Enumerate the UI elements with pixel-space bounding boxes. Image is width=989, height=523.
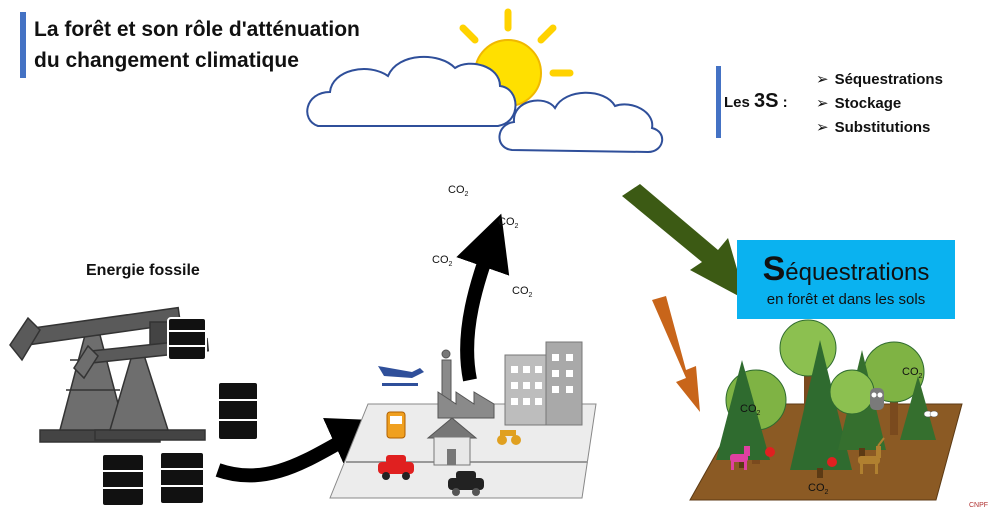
title-line-2: du changement climatique [34, 49, 299, 72]
car-icon [448, 471, 484, 496]
owl-icon [870, 388, 884, 410]
sequestration-box: Séquestrations en forêt et dans les sols [737, 240, 955, 319]
barrel-icon [159, 451, 205, 505]
cnpf-logo: CNPF [969, 502, 989, 509]
co2-label: CO2 [512, 285, 533, 300]
fossil-energy-label: Energie fossile [86, 262, 200, 279]
legend-3s: 3S [754, 90, 779, 112]
tree-icon [863, 341, 925, 435]
tree-icon [900, 376, 936, 440]
title-line-1: La forêt et son rôle d'atténuation [34, 18, 360, 41]
sequestration-initial: S [762, 250, 786, 288]
tree-icon [790, 340, 852, 478]
sequestration-title-rest: équestrations [785, 259, 930, 286]
car-icon [378, 455, 414, 480]
tree-icon [829, 369, 875, 415]
page-title: La forêt et son rôle d'atténuation du ch… [34, 14, 360, 76]
sequestration-subtitle: en forêt et dans les sols [766, 291, 926, 308]
tram-icon [386, 411, 406, 439]
house-icon [426, 417, 478, 466]
co2-label: CO2 [902, 366, 923, 381]
airplane-icon [378, 366, 424, 386]
factory-icon [437, 349, 495, 419]
co2-label: CO2 [740, 403, 761, 418]
deer-icon [858, 437, 885, 474]
barrel-icon [217, 381, 259, 441]
co2-label: CO2 [808, 482, 829, 497]
butterfly-icon [923, 410, 939, 418]
cloud-icon [498, 91, 663, 154]
horse-icon [730, 446, 750, 470]
co2-label: CO2 [498, 216, 519, 231]
emission-arrow [456, 213, 510, 382]
legend-suffix: : [778, 94, 788, 111]
building-icon [504, 341, 583, 426]
tree-icon [716, 360, 770, 468]
title-accent-bar [20, 12, 26, 78]
barrel-icon [101, 453, 145, 507]
legend-item-sequestrations: Séquestrations [816, 68, 943, 92]
co2-label: CO2 [432, 254, 453, 269]
sequestration-title: Séquestrations [737, 250, 955, 289]
legend-accent-bar [716, 66, 721, 138]
scooter-icon [497, 430, 521, 445]
legend-list: Séquestrations Stockage Substitutions [816, 68, 943, 140]
barrel-icon [167, 317, 207, 361]
orange-arrow [652, 296, 700, 412]
legend-label: Les 3S : [724, 90, 788, 113]
mushroom-icon [765, 447, 837, 467]
co2-label: CO2 [448, 184, 469, 199]
legend-item-stockage: Stockage [816, 92, 943, 116]
legend-item-substitutions: Substitutions [816, 116, 943, 140]
green-arrow [622, 184, 746, 300]
legend-prefix: Les [724, 94, 755, 111]
fossil-to-city-arrow [215, 417, 386, 483]
cloud-icon [306, 55, 517, 127]
